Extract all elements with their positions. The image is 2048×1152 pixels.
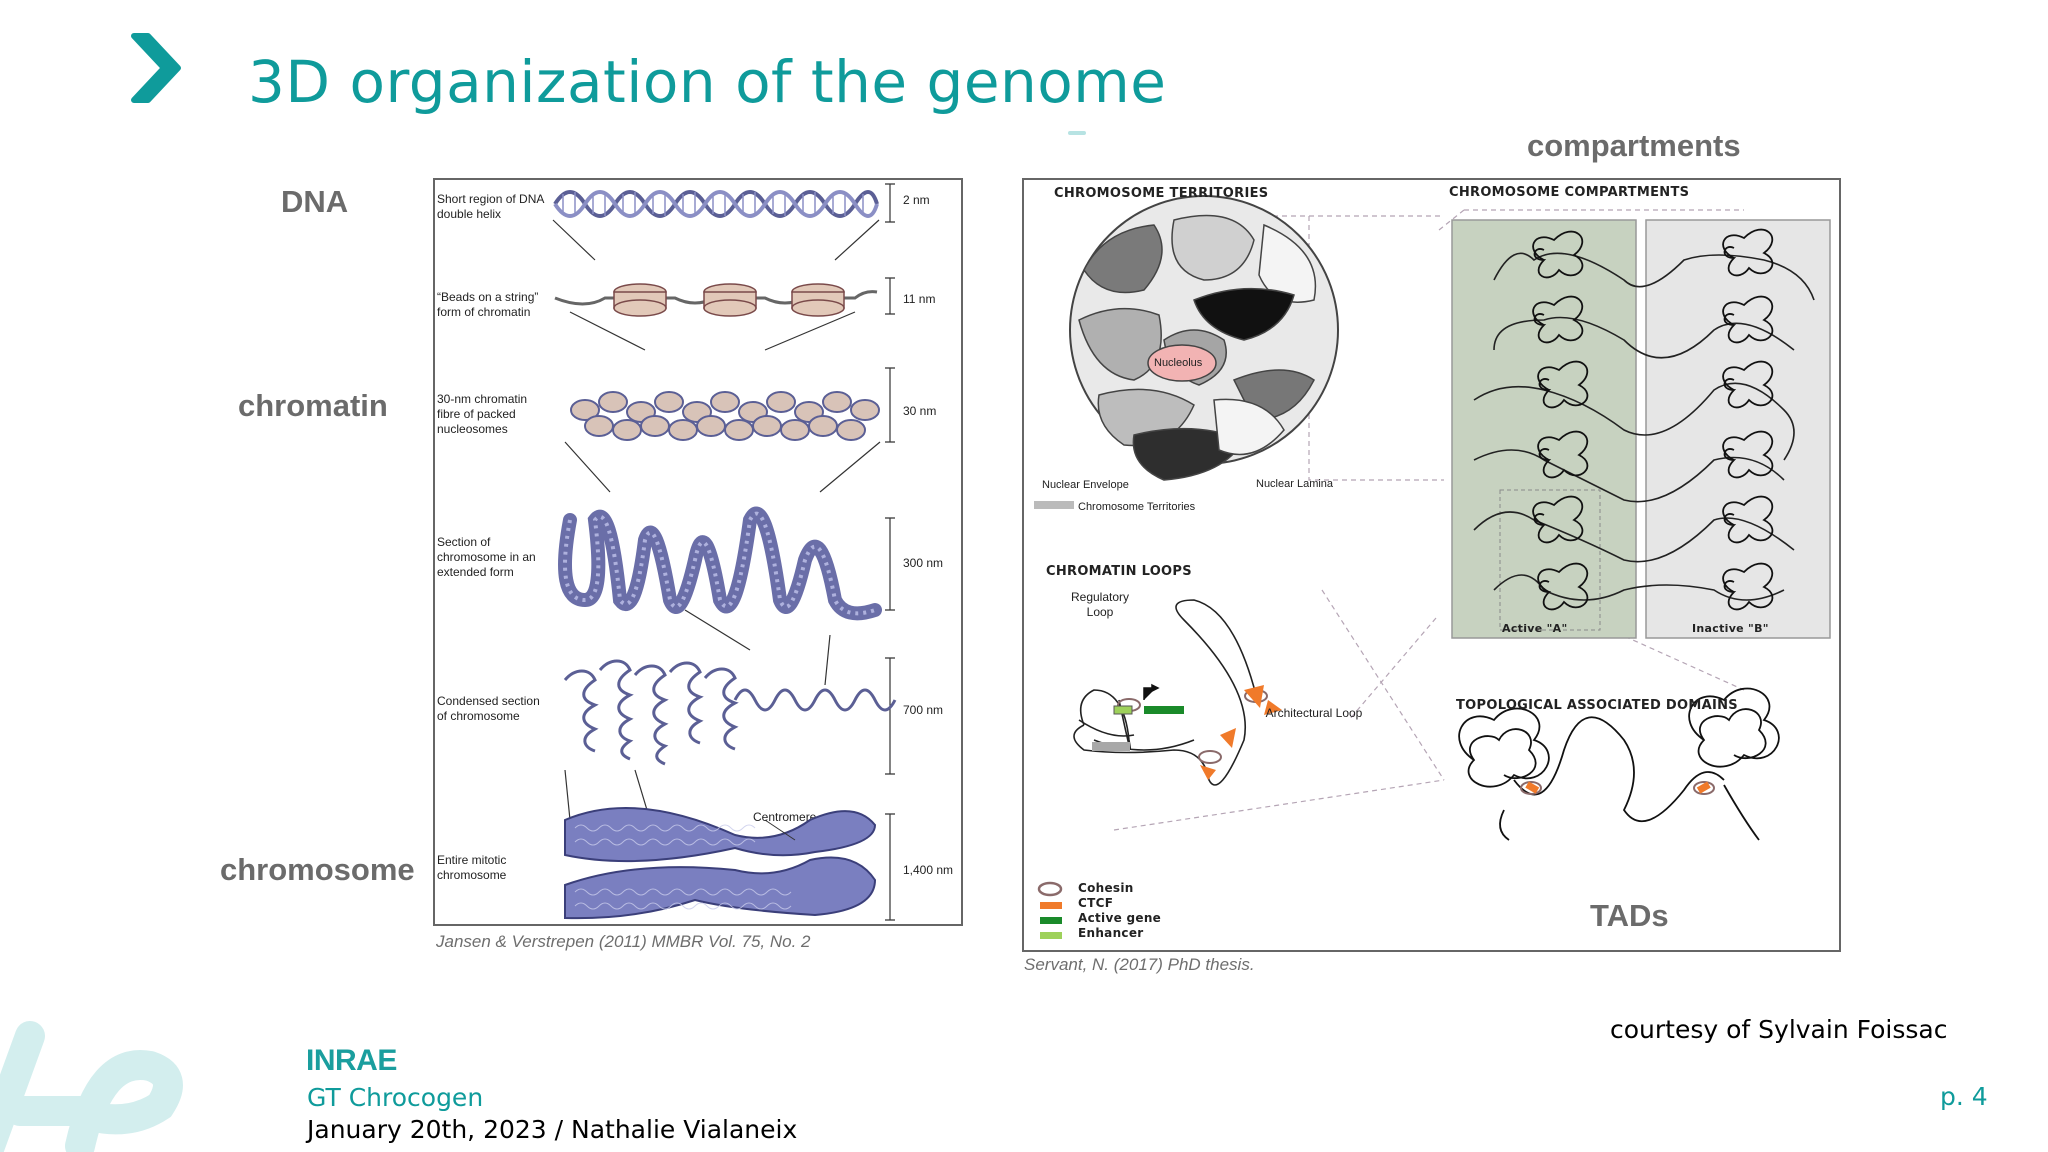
label-tads: TADs (1590, 898, 1669, 933)
label-compartments: compartments (1527, 128, 1741, 163)
label-chromosome: chromosome (220, 852, 415, 887)
nuclear-lamina-label: Nuclear Lamina (1256, 478, 1334, 490)
architectural-loop-label: Architectural Loop (1265, 706, 1363, 720)
legend-enhancer: Enhancer (1078, 926, 1144, 940)
territories-legend-label: Chromosome Territories (1078, 501, 1196, 513)
scale-300nm: 300 nm (903, 556, 944, 570)
row-label-extended: Section of chromosome in an extended for… (437, 535, 536, 579)
legend-ctcf: CTCF (1078, 896, 1114, 910)
legend-active-gene: Active gene (1078, 911, 1162, 925)
left-figure-caption: Jansen & Verstrepen (2011) MMBR Vol. 75,… (436, 932, 811, 951)
inactive-label: Inactive "B" (1692, 622, 1769, 635)
left-figure-panel: Short region of DNA double helix “Beads … (433, 178, 963, 926)
scale-30nm: 30 nm (903, 404, 937, 418)
courtesy-note: courtesy of Sylvain Foissac (1610, 1015, 1948, 1044)
label-chromatin: chromatin (238, 388, 388, 423)
nucleolus-label: Nucleolus (1154, 357, 1203, 369)
active-label: Active "A" (1502, 622, 1568, 635)
chromatin-hierarchy-illustration (552, 183, 897, 921)
title-decoration (1068, 131, 1086, 135)
row-label-mitotic: Entire mitotic chromosome (437, 853, 507, 882)
compartments-header: CHROMOSOME COMPARTMENTS (1449, 185, 1690, 200)
scale-1400nm: 1,400 nm (903, 863, 954, 877)
regulatory-loop-label: Regulatory Loop (1070, 590, 1130, 619)
legend-cohesin: Cohesin (1078, 881, 1134, 895)
right-figure-caption: Servant, N. (2017) PhD thesis. (1024, 955, 1255, 974)
inrae-logo: INRAE (306, 1044, 397, 1077)
genome-organization-illustration (1034, 195, 1831, 939)
footer-date-author: January 20th, 2023 / Nathalie Vialaneix (307, 1115, 798, 1144)
scale-11nm: 11 nm (903, 292, 936, 306)
row-label-30nm: 30-nm chromatin fibre of packed nucleoso… (437, 392, 528, 436)
inrae-watermark-logo (0, 1021, 183, 1152)
row-label-beads: “Beads on a string” form of chromatin (437, 290, 539, 319)
row-label-dna: Short region of DNA double helix (437, 192, 544, 221)
chevron-right-icon (131, 33, 181, 103)
tad-header: TOPOLOGICAL ASSOCIATED DOMAINS (1456, 698, 1738, 713)
nuclear-envelope-label: Nuclear Envelope (1042, 479, 1129, 491)
page-number: p. 4 (1940, 1082, 1988, 1111)
loops-header: CHROMATIN LOOPS (1046, 564, 1192, 579)
scale-700nm: 700 nm (903, 703, 944, 717)
scale-2nm: 2 nm (903, 193, 930, 207)
footer-event: GT Chrocogen (307, 1083, 484, 1112)
label-dna: DNA (281, 184, 349, 219)
slide-title: 3D organization of the genome (248, 48, 1167, 116)
row-label-condensed: Condensed section of chromosome (437, 694, 540, 723)
centromere-label: Centromere (753, 810, 817, 824)
territories-header: CHROMOSOME TERRITORIES (1054, 186, 1269, 201)
right-figure-panel: CHROMOSOME TERRITORIES CHROMOSOME COMPAR… (1022, 178, 1841, 952)
